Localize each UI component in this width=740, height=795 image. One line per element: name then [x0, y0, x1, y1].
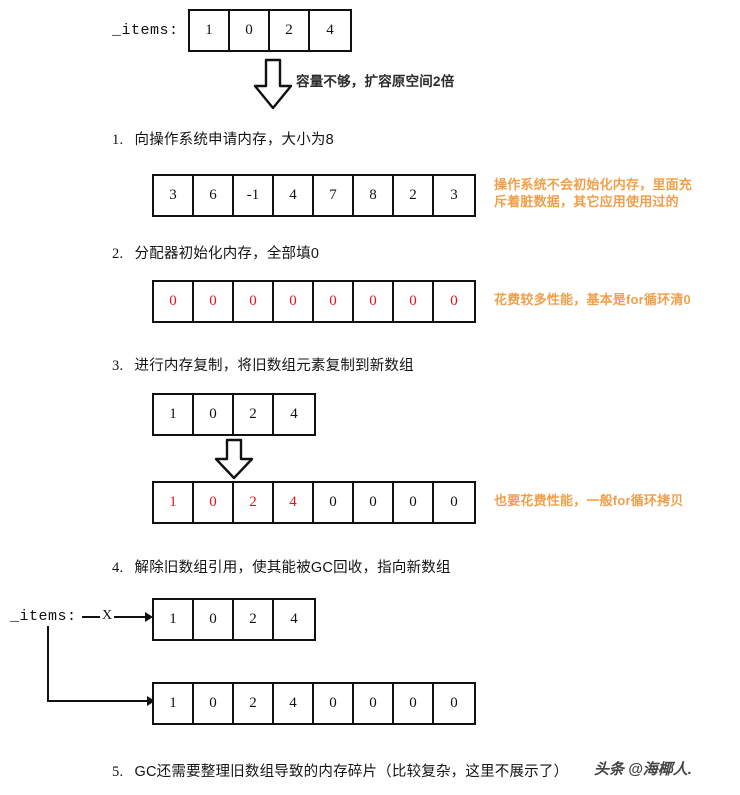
array-step3-src-cell: 4: [274, 395, 314, 434]
array-step3-src-cell: 2: [234, 395, 274, 434]
step-2-note: 花费较多性能，基本是for循环清0: [494, 292, 691, 307]
array-step3-dst-cell: 0: [194, 483, 234, 522]
array-step3-dst-cell: 0: [434, 483, 474, 522]
array-step3-src-cell: 0: [194, 395, 234, 434]
broken-ref-x-mark: X: [100, 608, 115, 624]
step-1-text: 向操作系统申请内存，大小为8: [134, 132, 334, 148]
step-2-text: 分配器初始化内存，全部填0: [134, 246, 320, 262]
array-step1-cell: -1: [234, 176, 274, 215]
step-3-note: 也要花费性能，一般for循环拷贝: [494, 493, 684, 508]
array-top-cell: 4: [310, 11, 350, 50]
array-step4-new-cell: 0: [194, 684, 234, 723]
step-2-heading: 2. 分配器初始化内存，全部填0: [112, 242, 319, 263]
array-step3-dst-cell: 0: [354, 483, 394, 522]
array-step4-new-cell: 0: [314, 684, 354, 723]
array-step1-cell: 7: [314, 176, 354, 215]
array-step4-old-cell: 2: [234, 600, 274, 639]
array-step2-cell: 0: [274, 282, 314, 321]
block-down-arrow-copy: [214, 438, 254, 480]
array-step4-new-cell: 2: [234, 684, 274, 723]
array-step3-dst-cell: 0: [314, 483, 354, 522]
step-2-number: 2.: [112, 246, 124, 262]
block-down-arrow-grow: [253, 58, 293, 110]
items-label-bottom: _items:: [10, 608, 77, 625]
step-4-number: 4.: [112, 560, 124, 576]
array-step3-dst-cell: 0: [394, 483, 434, 522]
array-step4-new-cell: 0: [434, 684, 474, 723]
array-step4-new-cell: 4: [274, 684, 314, 723]
array-step2-cell: 0: [154, 282, 194, 321]
step-5-heading: 5. GC还需要整理旧数组导致的内存碎片（比较复杂，这里不展示了）: [112, 760, 568, 781]
array-step4-new-cell: 0: [354, 684, 394, 723]
step-1-note: 操作系统不会初始化内存，里面充 斥着脏数据，其它应用使用过的: [494, 177, 693, 209]
step-3-number: 3.: [112, 358, 124, 374]
array-step2-cell: 0: [354, 282, 394, 321]
array-step4-old-cell: 4: [274, 600, 314, 639]
step-5-text: GC还需要整理旧数组导致的内存碎片（比较复杂，这里不展示了）: [134, 764, 569, 780]
array-step3-src-cell: 1: [154, 395, 194, 434]
new-ref-vertical-line: [47, 626, 49, 702]
array-step1-cell: 3: [434, 176, 474, 215]
array-step2-cell: 0: [434, 282, 474, 321]
step-5-number: 5.: [112, 764, 124, 780]
array-step3-dst-cell: 4: [274, 483, 314, 522]
array-step2-cell: 0: [394, 282, 434, 321]
grow-arrow-note: 容量不够，扩容原空间2倍: [296, 74, 455, 89]
array-top-cell: 1: [190, 11, 230, 50]
array-step1-cell: 4: [274, 176, 314, 215]
array-step3-dst-cell: 1: [154, 483, 194, 522]
step-4-heading: 4. 解除旧数组引用，使其能被GC回收，指向新数组: [112, 556, 451, 577]
array-top-cell: 2: [270, 11, 310, 50]
step-4-text: 解除旧数组引用，使其能被GC回收，指向新数组: [134, 560, 451, 576]
step-3-text: 进行内存复制，将旧数组元素复制到新数组: [134, 358, 414, 374]
new-ref-arrowhead: [132, 696, 155, 706]
watermark: 头条 @海椰人.: [594, 761, 692, 778]
array-step3-dst-cell: 2: [234, 483, 274, 522]
array-step1-cell: 6: [194, 176, 234, 215]
array-step1-cell: 3: [154, 176, 194, 215]
items-label-top: _items:: [112, 22, 179, 39]
array-top-cell: 0: [230, 11, 270, 50]
array-step2-cell: 0: [314, 282, 354, 321]
array-step4-new-cell: 1: [154, 684, 194, 723]
step-1-heading: 1. 向操作系统申请内存，大小为8: [112, 128, 334, 149]
array-step4-old-cell: 0: [194, 600, 234, 639]
array-step2-cell: 0: [234, 282, 274, 321]
array-step2-cell: 0: [194, 282, 234, 321]
array-step4-new-cell: 0: [394, 684, 434, 723]
array-step4-old-cell: 1: [154, 600, 194, 639]
array-step1-cell: 8: [354, 176, 394, 215]
step-3-heading: 3. 进行内存复制，将旧数组元素复制到新数组: [112, 354, 414, 375]
broken-ref-arrowhead: [130, 612, 153, 622]
step-1-number: 1.: [112, 132, 124, 148]
array-step1-cell: 2: [394, 176, 434, 215]
new-ref-horizontal-line: [47, 700, 139, 702]
